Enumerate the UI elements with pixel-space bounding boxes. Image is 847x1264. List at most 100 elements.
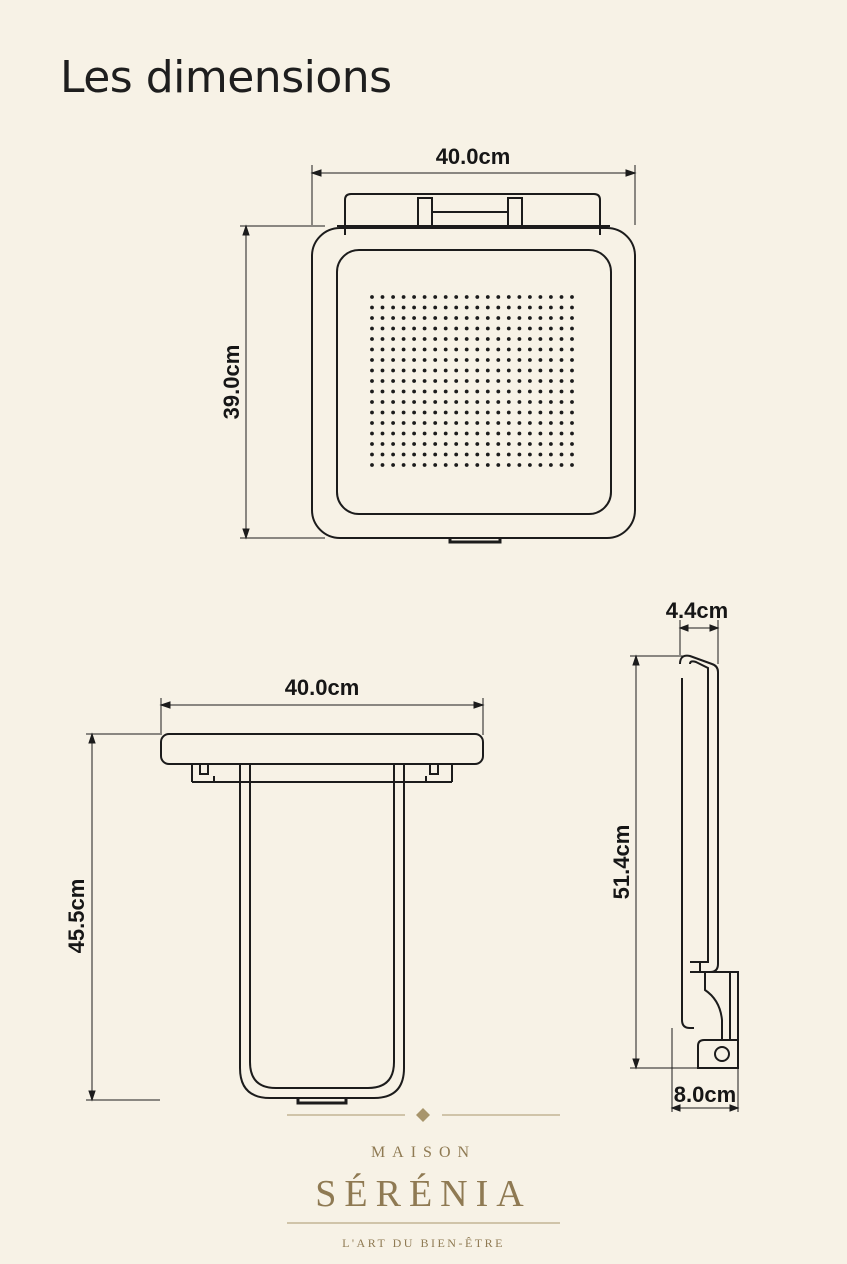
drain-hole: [464, 421, 469, 425]
drain-hole: [370, 326, 374, 331]
top-width-dimension: [310, 165, 637, 225]
top-depth-label: 39.0cm: [219, 345, 244, 420]
drain-hole: [506, 305, 511, 310]
drain-hole: [412, 326, 416, 331]
side-depth-label: 8.0cm: [674, 1082, 736, 1107]
drain-hole: [422, 337, 427, 341]
drain-hole: [485, 347, 490, 352]
top-view-seat: [311, 193, 636, 544]
drain-hole: [370, 421, 374, 425]
brand-name: SÉRÉNIA: [315, 1173, 532, 1215]
drain-hole: [538, 305, 543, 310]
drain-hole: [380, 305, 385, 310]
drain-hole: [506, 400, 511, 404]
drain-hole: [391, 358, 395, 362]
drain-hole: [496, 431, 501, 436]
drain-hole: [506, 295, 511, 299]
drain-hole: [506, 389, 511, 394]
drain-hole: [559, 295, 564, 299]
drain-hole: [506, 316, 511, 320]
drain-hole: [517, 358, 522, 362]
drain-hole: [433, 326, 438, 331]
drain-hole: [538, 379, 543, 383]
drain-hole: [443, 316, 448, 320]
drain-hole: [538, 452, 543, 457]
brand-tagline: L'ART DU BIEN-ÊTRE: [342, 1236, 505, 1250]
drain-hole: [496, 295, 501, 299]
drain-hole: [528, 400, 532, 404]
drain-hole: [454, 316, 459, 320]
drain-hole: [538, 347, 543, 352]
drain-hole: [475, 358, 480, 362]
drain-hole: [391, 305, 395, 310]
drain-hole: [475, 442, 480, 446]
drain-hole: [412, 442, 416, 446]
drain-hole: [559, 421, 564, 425]
drain-hole: [380, 421, 385, 425]
drain-hole: [538, 337, 543, 341]
drain-hole: [496, 421, 501, 425]
drain-hole: [412, 358, 416, 362]
drain-hole: [475, 431, 480, 436]
drain-hole: [570, 316, 574, 320]
drain-hole: [412, 463, 416, 467]
drain-hole: [464, 442, 469, 446]
drain-hole: [391, 379, 395, 383]
drain-hole: [370, 337, 374, 341]
side-depth-dimension: [670, 1028, 740, 1112]
drain-hole: [559, 305, 564, 310]
drain-hole: [433, 337, 438, 341]
drain-hole: [485, 326, 490, 331]
drain-hole: [454, 326, 459, 331]
drain-hole: [370, 379, 374, 383]
drain-hole: [412, 410, 416, 415]
drain-hole: [433, 421, 438, 425]
drain-hole: [549, 337, 553, 341]
drain-hole: [485, 295, 490, 299]
drain-hole: [517, 347, 522, 352]
drain-hole: [433, 431, 438, 436]
drain-hole: [485, 463, 490, 467]
drain-hole: [559, 410, 564, 415]
drain-holes: [370, 295, 574, 467]
drain-hole: [517, 316, 522, 320]
drain-hole: [433, 389, 438, 394]
drain-hole: [570, 347, 574, 352]
drain-hole: [443, 400, 448, 404]
top-width-label: 40.0cm: [436, 144, 511, 169]
drain-hole: [433, 379, 438, 383]
drain-hole: [496, 358, 501, 362]
drain-hole: [422, 295, 427, 299]
drain-hole: [517, 442, 522, 446]
drain-hole: [391, 431, 395, 436]
drain-hole: [485, 452, 490, 457]
drain-hole: [443, 368, 448, 373]
drain-hole: [401, 326, 406, 331]
drain-hole: [538, 326, 543, 331]
drain-hole: [570, 452, 574, 457]
side-height-label: 51.4cm: [609, 825, 634, 900]
drain-hole: [454, 452, 459, 457]
drain-hole: [380, 431, 385, 436]
drain-hole: [570, 337, 574, 341]
drain-hole: [433, 347, 438, 352]
drain-hole: [517, 463, 522, 467]
drain-hole: [443, 295, 448, 299]
drain-hole: [496, 442, 501, 446]
drain-hole: [485, 421, 490, 425]
drain-hole: [506, 431, 511, 436]
drain-hole: [454, 368, 459, 373]
drain-hole: [517, 410, 522, 415]
drain-hole: [559, 389, 564, 394]
drain-hole: [412, 389, 416, 394]
drain-hole: [549, 326, 553, 331]
drain-hole: [549, 295, 553, 299]
drain-hole: [391, 400, 395, 404]
drain-hole: [559, 368, 564, 373]
drain-hole: [517, 379, 522, 383]
drain-hole: [496, 389, 501, 394]
drain-hole: [454, 295, 459, 299]
side-thickness-dimension: [678, 620, 720, 664]
drain-hole: [380, 358, 385, 362]
drain-hole: [485, 316, 490, 320]
